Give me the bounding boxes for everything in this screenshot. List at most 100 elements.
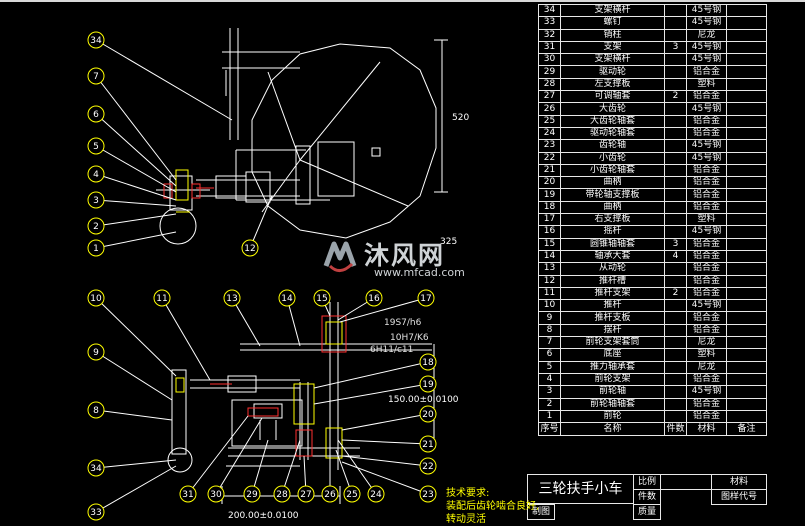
part-qty bbox=[664, 188, 687, 202]
part-no: 7 bbox=[538, 336, 561, 350]
part-no: 16 bbox=[538, 225, 561, 239]
header-name: 名称 bbox=[560, 422, 665, 437]
part-no: 8 bbox=[538, 323, 561, 338]
part-name: 可调轴套 bbox=[560, 90, 665, 104]
balloon-label: 30 bbox=[210, 490, 222, 500]
part-name: 左支撑板 bbox=[560, 77, 665, 92]
part-note bbox=[726, 225, 767, 239]
part-name: 摆杆 bbox=[560, 323, 665, 338]
balloon-29: 29 bbox=[243, 439, 269, 503]
balloon-label: 31 bbox=[182, 490, 193, 500]
part-qty bbox=[664, 397, 687, 411]
balloon-5: 5 bbox=[87, 137, 177, 193]
balloon-21: 21 bbox=[341, 435, 437, 453]
part-qty bbox=[664, 213, 687, 227]
balloon-31: 31 bbox=[179, 415, 249, 503]
part-no: 21 bbox=[538, 163, 561, 178]
part-no: 28 bbox=[538, 77, 561, 92]
balloon-label: 3 bbox=[93, 196, 99, 206]
balloon-label: 8 bbox=[93, 406, 99, 416]
part-no: 12 bbox=[538, 274, 561, 288]
part-name: 推杆 bbox=[560, 299, 665, 313]
large-wheel-outline bbox=[251, 43, 437, 239]
part-no: 10 bbox=[538, 299, 561, 313]
part-no: 33 bbox=[538, 16, 561, 30]
part-note bbox=[726, 151, 767, 165]
part-material: 尼龙 bbox=[686, 28, 727, 42]
part-name: 支架 bbox=[560, 40, 665, 55]
watermark-brand: 沐风网 bbox=[364, 241, 446, 270]
part-note bbox=[726, 323, 767, 338]
part-no: 32 bbox=[538, 28, 561, 42]
part-name: 推杆支板 bbox=[560, 311, 665, 325]
balloon-label: 15 bbox=[316, 294, 327, 304]
part-note bbox=[726, 274, 767, 288]
balloon-label: 11 bbox=[156, 294, 167, 304]
watermark: 沐风网 www.mfcad.com bbox=[320, 236, 465, 280]
part-note bbox=[726, 53, 767, 67]
part-no: 29 bbox=[538, 65, 561, 79]
part-qty: 2 bbox=[664, 286, 687, 301]
part-qty bbox=[664, 360, 687, 374]
balloon-24: 24 bbox=[337, 439, 385, 503]
part-name: 前轮轴轴套 bbox=[560, 397, 665, 411]
part-no: 4 bbox=[538, 372, 561, 387]
balloon-label: 20 bbox=[422, 410, 434, 420]
part-no: 20 bbox=[538, 176, 561, 190]
fit-1: 19S7/h6 bbox=[384, 318, 422, 328]
balloon-14: 14 bbox=[278, 289, 301, 347]
part-name: 圆锥轴轴套 bbox=[560, 237, 665, 251]
part-note bbox=[726, 372, 767, 387]
part-material: 铝合金 bbox=[686, 249, 727, 264]
balloon-6: 6 bbox=[87, 105, 177, 187]
part-note bbox=[726, 77, 767, 92]
scale-label: 比例 bbox=[633, 474, 661, 490]
drawing-no-label: 图样代号 bbox=[711, 489, 767, 505]
balloon-17: 17 bbox=[339, 289, 435, 323]
top-assembly-view bbox=[156, 28, 448, 245]
part-material: 铝合金 bbox=[686, 409, 727, 424]
count-label: 件数 bbox=[633, 489, 661, 505]
part-no: 2 bbox=[538, 397, 561, 411]
balloon-label: 22 bbox=[422, 462, 433, 472]
part-no: 30 bbox=[538, 53, 561, 67]
balloon-15: 15 bbox=[313, 289, 331, 317]
part-note bbox=[726, 200, 767, 215]
part-name: 销柱 bbox=[560, 28, 665, 42]
header-note: 备注 bbox=[726, 422, 767, 437]
part-material: 铝合金 bbox=[686, 200, 727, 215]
part-note bbox=[726, 249, 767, 264]
part-material: 铝合金 bbox=[686, 274, 727, 288]
part-name: 螺钉 bbox=[560, 16, 665, 30]
balloon-label: 6 bbox=[93, 110, 99, 120]
part-note bbox=[726, 348, 767, 362]
part-name: 推杆槽 bbox=[560, 274, 665, 288]
part-note bbox=[726, 299, 767, 313]
balloon-label: 28 bbox=[276, 490, 288, 500]
balloon-label: 33 bbox=[90, 508, 101, 518]
window-top-border bbox=[0, 0, 805, 2]
part-note bbox=[726, 237, 767, 251]
balloon-16: 16 bbox=[337, 289, 383, 321]
part-name: 前轮轴 bbox=[560, 385, 665, 399]
part-no: 6 bbox=[538, 348, 561, 362]
part-qty bbox=[664, 200, 687, 215]
